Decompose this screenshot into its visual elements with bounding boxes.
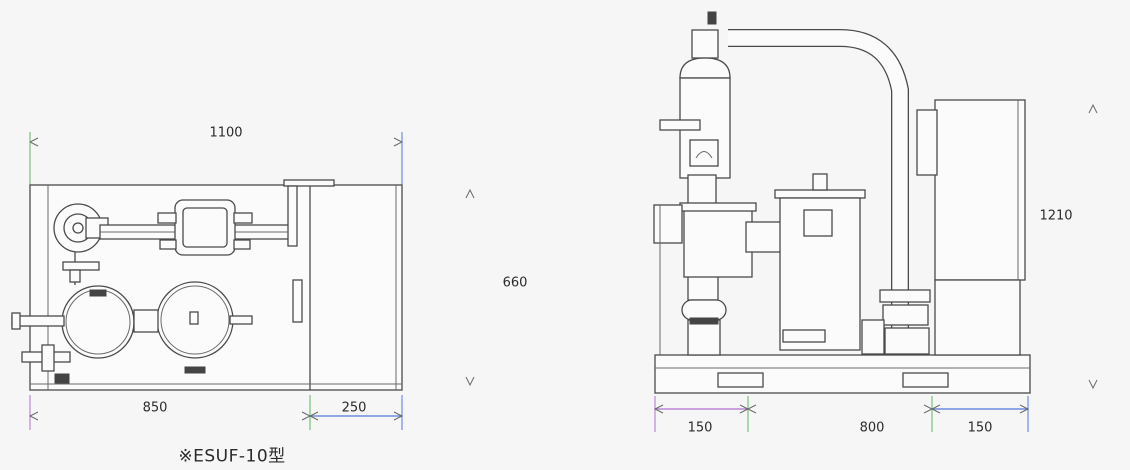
dim-line-height-right xyxy=(1030,99,1130,394)
vessel-connector xyxy=(133,309,159,333)
top-handle xyxy=(283,179,335,187)
dim-label-overall-width: 1100 xyxy=(209,125,243,141)
dim-label-base-left: 150 xyxy=(687,420,713,436)
dim-line-bottom-left xyxy=(28,395,404,430)
model-caption: ※ESUF-10型 xyxy=(178,446,286,467)
pump-icon xyxy=(157,199,253,256)
valve-icon-right xyxy=(782,329,826,343)
right-view xyxy=(653,11,1130,432)
forklift-slot-right xyxy=(902,372,949,388)
motor-housing xyxy=(916,99,1026,356)
dim-label-segment-right: 250 xyxy=(341,400,367,416)
forklift-slot-left xyxy=(717,372,764,388)
gauge-icon xyxy=(803,209,833,237)
dim-label-base-middle: 800 xyxy=(859,420,885,436)
filter-tank xyxy=(653,202,783,355)
filter-vessel-left xyxy=(61,285,135,359)
dim-label-height-right: 1210 xyxy=(1039,208,1073,224)
panel-handle xyxy=(292,279,303,323)
dim-label-base-right: 150 xyxy=(967,420,993,436)
riser-pipe xyxy=(287,185,298,247)
valve-icon xyxy=(62,252,100,285)
return-pipe xyxy=(728,29,931,355)
filter-vessel-right xyxy=(156,281,253,374)
dim-line-height-left xyxy=(408,184,498,391)
base-skid xyxy=(654,354,1031,394)
control-box xyxy=(774,173,885,355)
dim-label-height-left: 660 xyxy=(502,275,528,291)
separator-column xyxy=(659,11,731,356)
drain-fitting-icon xyxy=(21,344,71,384)
motor-icon xyxy=(53,203,109,253)
dim-label-segment-left: 850 xyxy=(142,400,168,416)
left-view xyxy=(11,132,498,430)
dim-line-overall-width xyxy=(28,132,404,185)
dim-line-bottom-right xyxy=(653,396,1030,432)
